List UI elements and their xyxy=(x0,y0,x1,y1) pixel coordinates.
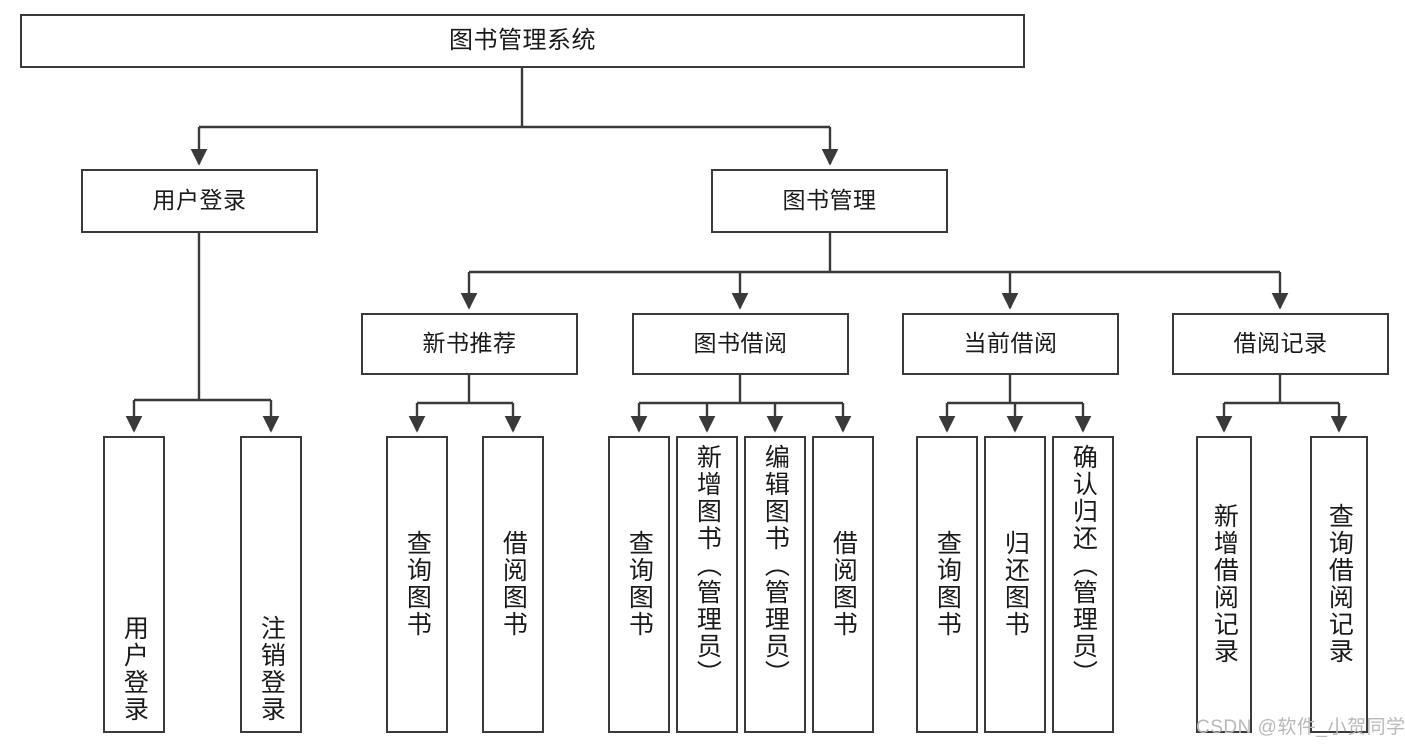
node-leaf-borrow-book-1[interactable]: 借阅图书 xyxy=(482,436,544,733)
node-leaf-query-book-1-label: 查询图书 xyxy=(403,529,432,638)
node-leaf-query-book-3[interactable]: 查询图书 xyxy=(916,436,978,733)
node-leaf-confirm-return[interactable]: 确认归还（管理员） xyxy=(1052,436,1114,733)
node-new-book-rec[interactable]: 新书推荐 xyxy=(361,313,578,375)
node-leaf-add-book[interactable]: 新增图书（管理员） xyxy=(676,436,738,733)
node-leaf-query-book-2[interactable]: 查询图书 xyxy=(608,436,670,733)
node-leaf-query-book-3-label: 查询图书 xyxy=(933,529,962,638)
node-leaf-query-record-label: 查询借阅记录 xyxy=(1325,502,1354,665)
node-leaf-logout[interactable]: 注销登录 xyxy=(240,436,302,733)
node-borrow-record-label: 借阅记录 xyxy=(1233,330,1328,357)
node-book-manage[interactable]: 图书管理 xyxy=(711,169,948,233)
node-leaf-return-book-label: 归还图书 xyxy=(1001,529,1030,638)
node-leaf-query-book-1[interactable]: 查询图书 xyxy=(386,436,448,733)
node-leaf-return-book[interactable]: 归还图书 xyxy=(984,436,1046,733)
node-book-manage-label: 图书管理 xyxy=(782,187,877,214)
node-leaf-logout-label: 注销登录 xyxy=(257,615,286,723)
node-leaf-confirm-return-label: 确认归还（管理员） xyxy=(1069,444,1098,687)
node-leaf-add-record-label: 新增借阅记录 xyxy=(1210,502,1239,665)
node-leaf-edit-book-label: 编辑图书（管理员） xyxy=(761,444,790,687)
node-leaf-user-login-label: 用户登录 xyxy=(120,615,149,723)
node-leaf-user-login[interactable]: 用户登录 xyxy=(103,436,165,733)
node-root-label: 图书管理系统 xyxy=(449,26,596,54)
node-current-borrow[interactable]: 当前借阅 xyxy=(902,313,1119,375)
node-leaf-add-book-label: 新增图书（管理员） xyxy=(693,444,722,687)
node-new-book-rec-label: 新书推荐 xyxy=(422,330,517,357)
node-leaf-add-record[interactable]: 新增借阅记录 xyxy=(1196,436,1252,733)
node-book-borrow-label: 图书借阅 xyxy=(693,330,788,357)
node-current-borrow-label: 当前借阅 xyxy=(963,330,1058,357)
node-leaf-query-record[interactable]: 查询借阅记录 xyxy=(1310,436,1368,733)
node-leaf-borrow-book-1-label: 借阅图书 xyxy=(499,529,528,638)
node-book-borrow[interactable]: 图书借阅 xyxy=(632,313,849,375)
node-root[interactable]: 图书管理系统 xyxy=(20,14,1025,68)
node-user-login-label: 用户登录 xyxy=(152,187,247,214)
node-leaf-borrow-book-2-label: 借阅图书 xyxy=(829,529,858,638)
node-leaf-borrow-book-2[interactable]: 借阅图书 xyxy=(812,436,874,733)
node-leaf-edit-book[interactable]: 编辑图书（管理员） xyxy=(744,436,806,733)
node-borrow-record[interactable]: 借阅记录 xyxy=(1172,313,1389,375)
node-user-login[interactable]: 用户登录 xyxy=(81,169,318,233)
node-leaf-query-book-2-label: 查询图书 xyxy=(625,529,654,638)
